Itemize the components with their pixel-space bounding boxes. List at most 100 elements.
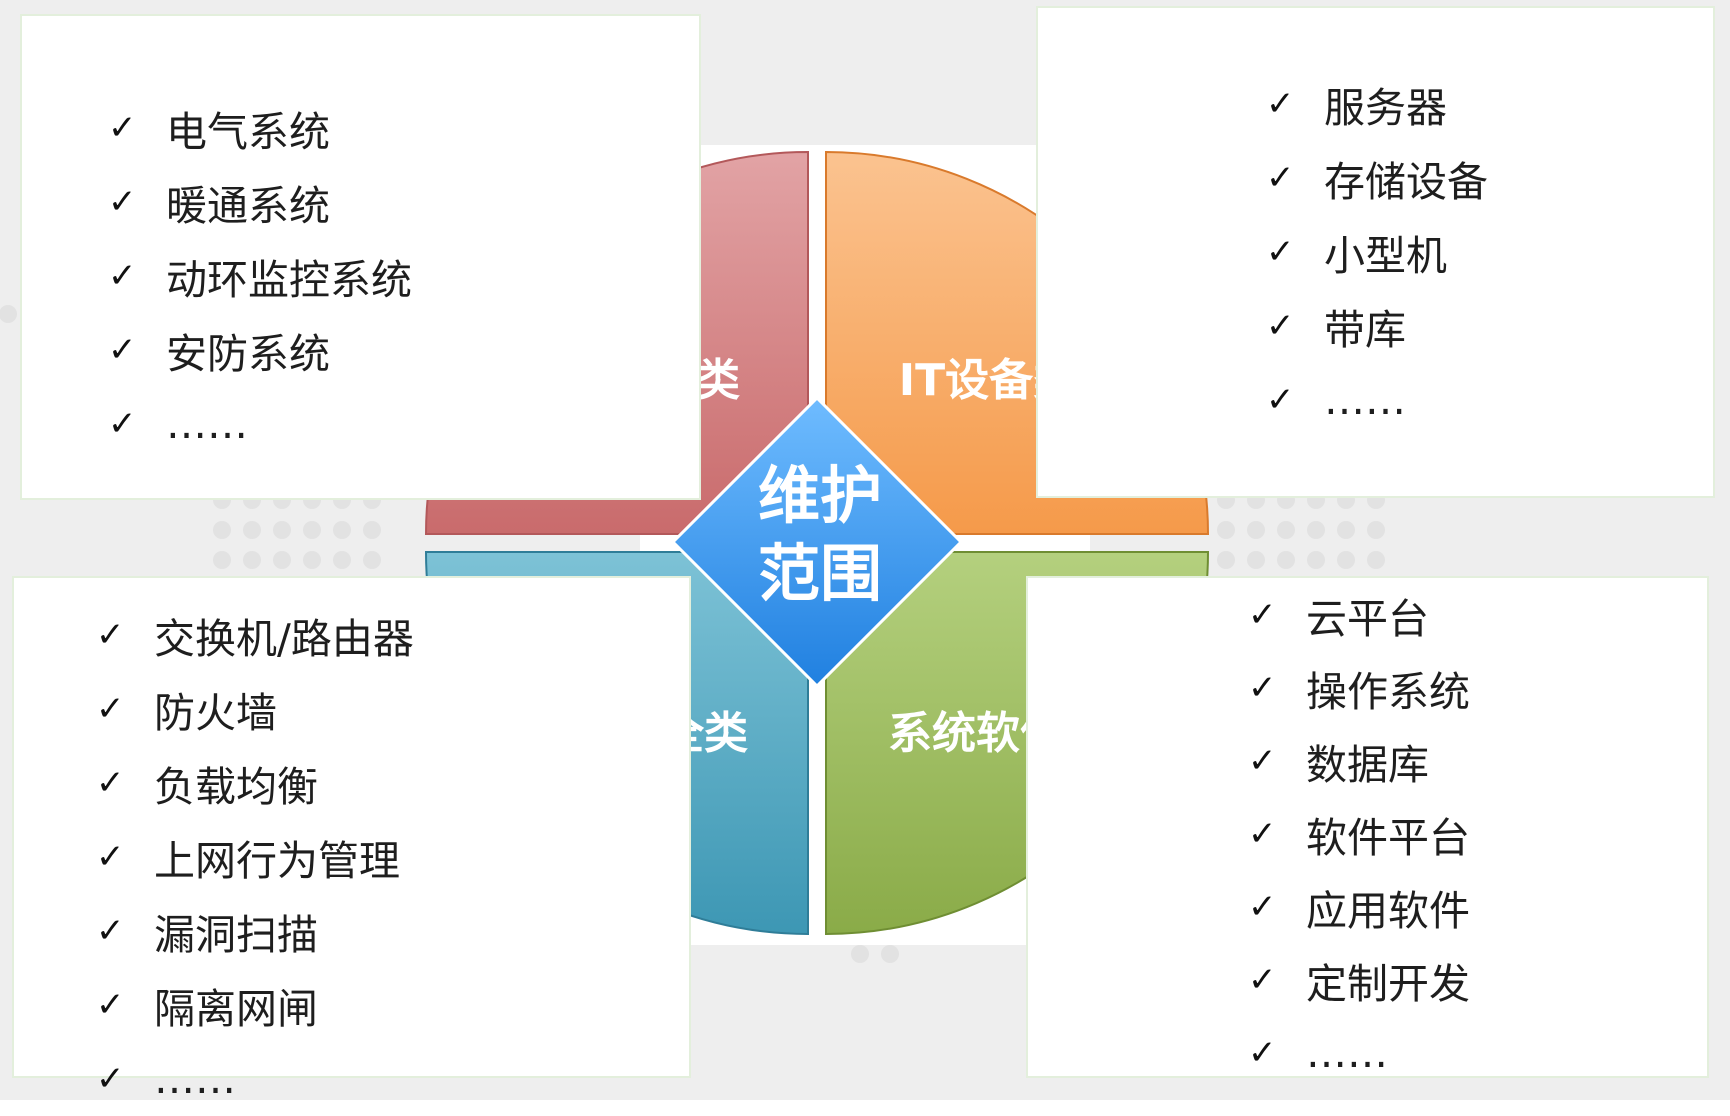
- list-item: ✓ ……: [1266, 363, 1488, 437]
- decorative-dot: [1367, 521, 1385, 539]
- list-item: ✓ 带库: [1266, 289, 1488, 363]
- list-item: ✓ 小型机: [1266, 215, 1488, 289]
- check-icon: ✓: [1266, 232, 1295, 272]
- decorative-dot: [363, 551, 381, 569]
- panel-network-security: ✓交换机/路由器 ✓防火墙 ✓负载均衡 ✓上网行为管理 ✓漏洞扫描 ✓隔离网闸 …: [12, 576, 691, 1103]
- check-icon: ✓: [96, 689, 125, 729]
- check-icon: ✓: [1248, 740, 1277, 781]
- list-network-security: ✓交换机/路由器 ✓防火墙 ✓负载均衡 ✓上网行为管理 ✓漏洞扫描 ✓隔离网闸 …: [96, 598, 414, 1116]
- center-diamond: [670, 395, 964, 689]
- list-item-label: 隔离网闸: [154, 985, 318, 1033]
- list-item-label: 服务器: [1324, 84, 1447, 132]
- decorative-dot: [0, 305, 17, 323]
- list-item-label: 负载均衡: [154, 763, 318, 811]
- panel-it-equipment: ✓ 服务器 ✓存储设备 ✓ 小型机 ✓ 带库 ✓ ……: [1036, 6, 1715, 498]
- decorative-dot: [1337, 521, 1355, 539]
- center-title-line1: 维护: [758, 459, 882, 532]
- list-item-label: 云平台: [1306, 594, 1429, 643]
- list-item: ✓ ……: [108, 387, 412, 461]
- list-item: ✓ 动环监控系统: [108, 239, 412, 313]
- list-item-label: 暖通系统: [166, 182, 330, 230]
- list-item-label: 小型机: [1324, 232, 1447, 280]
- list-item-label: 上网行为管理: [154, 837, 400, 885]
- list-item-label: 安防系统: [166, 330, 330, 378]
- check-icon: ✓: [108, 256, 137, 296]
- decorative-dot: [1367, 551, 1385, 569]
- list-item-label: ……: [1324, 376, 1406, 424]
- check-icon: ✓: [1248, 813, 1277, 854]
- decorative-dot: [273, 551, 291, 569]
- list-item: ✓ 暖通系统: [108, 165, 412, 239]
- list-item-label: ……: [1306, 1028, 1388, 1077]
- check-icon: ✓: [1266, 380, 1295, 420]
- decorative-dot: [1247, 521, 1265, 539]
- panel-system-software: ✓ 云平台 ✓ 操作系统 ✓ 数据库 ✓软件平台 ✓ 应用软件 ✓ 定制开发 ✓ ……: [1026, 576, 1709, 1078]
- list-item-label: 数据库: [1306, 740, 1429, 789]
- check-icon: ✓: [96, 615, 125, 655]
- check-icon: ✓: [1266, 84, 1295, 124]
- list-item: ✓ 数据库: [1248, 724, 1470, 797]
- check-icon: ✓: [96, 1059, 125, 1099]
- decorative-dot: [1217, 551, 1235, 569]
- list-item-label: 定制开发: [1306, 959, 1470, 1008]
- list-item: ✓ ……: [96, 1042, 414, 1116]
- list-item-label: 电气系统: [166, 108, 330, 156]
- center-title-line2: 范围: [758, 537, 882, 610]
- list-item-label: 操作系统: [1306, 667, 1470, 716]
- decorative-dot: [1337, 551, 1355, 569]
- list-item: ✓交换机/路由器: [96, 598, 414, 672]
- check-icon: ✓: [96, 837, 125, 877]
- list-item: ✓ 电气系统: [108, 91, 412, 165]
- check-icon: ✓: [108, 404, 137, 444]
- list-item: ✓软件平台: [1248, 797, 1470, 870]
- list-system-software: ✓ 云平台 ✓ 操作系统 ✓ 数据库 ✓软件平台 ✓ 应用软件 ✓ 定制开发 ✓ ……: [1248, 578, 1470, 1089]
- decorative-dot: [1277, 521, 1295, 539]
- decorative-dot: [213, 521, 231, 539]
- decorative-dot: [851, 945, 869, 963]
- decorative-dot: [243, 551, 261, 569]
- list-it-equipment: ✓ 服务器 ✓存储设备 ✓ 小型机 ✓ 带库 ✓ ……: [1266, 67, 1488, 437]
- list-item: ✓防火墙: [96, 672, 414, 746]
- decorative-dot: [1307, 551, 1325, 569]
- list-item-label: ……: [154, 1055, 236, 1103]
- decorative-dot: [273, 521, 291, 539]
- check-icon: ✓: [96, 985, 125, 1025]
- list-item: ✓ 隔离网闸: [96, 968, 414, 1042]
- list-item: ✓存储设备: [1266, 141, 1488, 215]
- decorative-dot: [213, 551, 231, 569]
- check-icon: ✓: [1248, 886, 1277, 927]
- panel-infrastructure: ✓ 电气系统 ✓ 暖通系统 ✓ 动环监控系统 ✓ 安防系统 ✓ ……: [20, 14, 701, 500]
- list-item-label: 漏洞扫描: [154, 911, 318, 959]
- list-item: ✓ 安防系统: [108, 313, 412, 387]
- check-icon: ✓: [108, 330, 137, 370]
- check-icon: ✓: [1248, 1032, 1277, 1073]
- decorative-dot: [881, 945, 899, 963]
- check-icon: ✓: [96, 911, 125, 951]
- list-item-label: 动环监控系统: [166, 256, 412, 304]
- decorative-dot: [1247, 551, 1265, 569]
- check-icon: ✓: [1248, 959, 1277, 1000]
- list-item: ✓ 定制开发: [1248, 943, 1470, 1016]
- check-icon: ✓: [1248, 594, 1277, 635]
- check-icon: ✓: [96, 763, 125, 803]
- list-item-label: ……: [166, 400, 248, 448]
- decorative-dot: [303, 551, 321, 569]
- decorative-dot: [333, 551, 351, 569]
- list-item: ✓ 云平台: [1248, 578, 1470, 651]
- list-item: ✓ 漏洞扫描: [96, 894, 414, 968]
- list-item: ✓ 服务器: [1266, 67, 1488, 141]
- check-icon: ✓: [1248, 667, 1277, 708]
- check-icon: ✓: [108, 108, 137, 148]
- list-item-label: 存储设备: [1324, 158, 1488, 206]
- decorative-dot: [363, 521, 381, 539]
- list-item: ✓ 操作系统: [1248, 651, 1470, 724]
- decorative-dot: [1217, 521, 1235, 539]
- list-item-label: 带库: [1324, 306, 1406, 354]
- list-infrastructure: ✓ 电气系统 ✓ 暖通系统 ✓ 动环监控系统 ✓ 安防系统 ✓ ……: [108, 91, 412, 461]
- check-icon: ✓: [108, 182, 137, 222]
- decorative-dot: [333, 521, 351, 539]
- list-item: ✓ 负载均衡: [96, 746, 414, 820]
- list-item: ✓ 上网行为管理: [96, 820, 414, 894]
- list-item-label: 应用软件: [1306, 886, 1470, 935]
- check-icon: ✓: [1266, 306, 1295, 346]
